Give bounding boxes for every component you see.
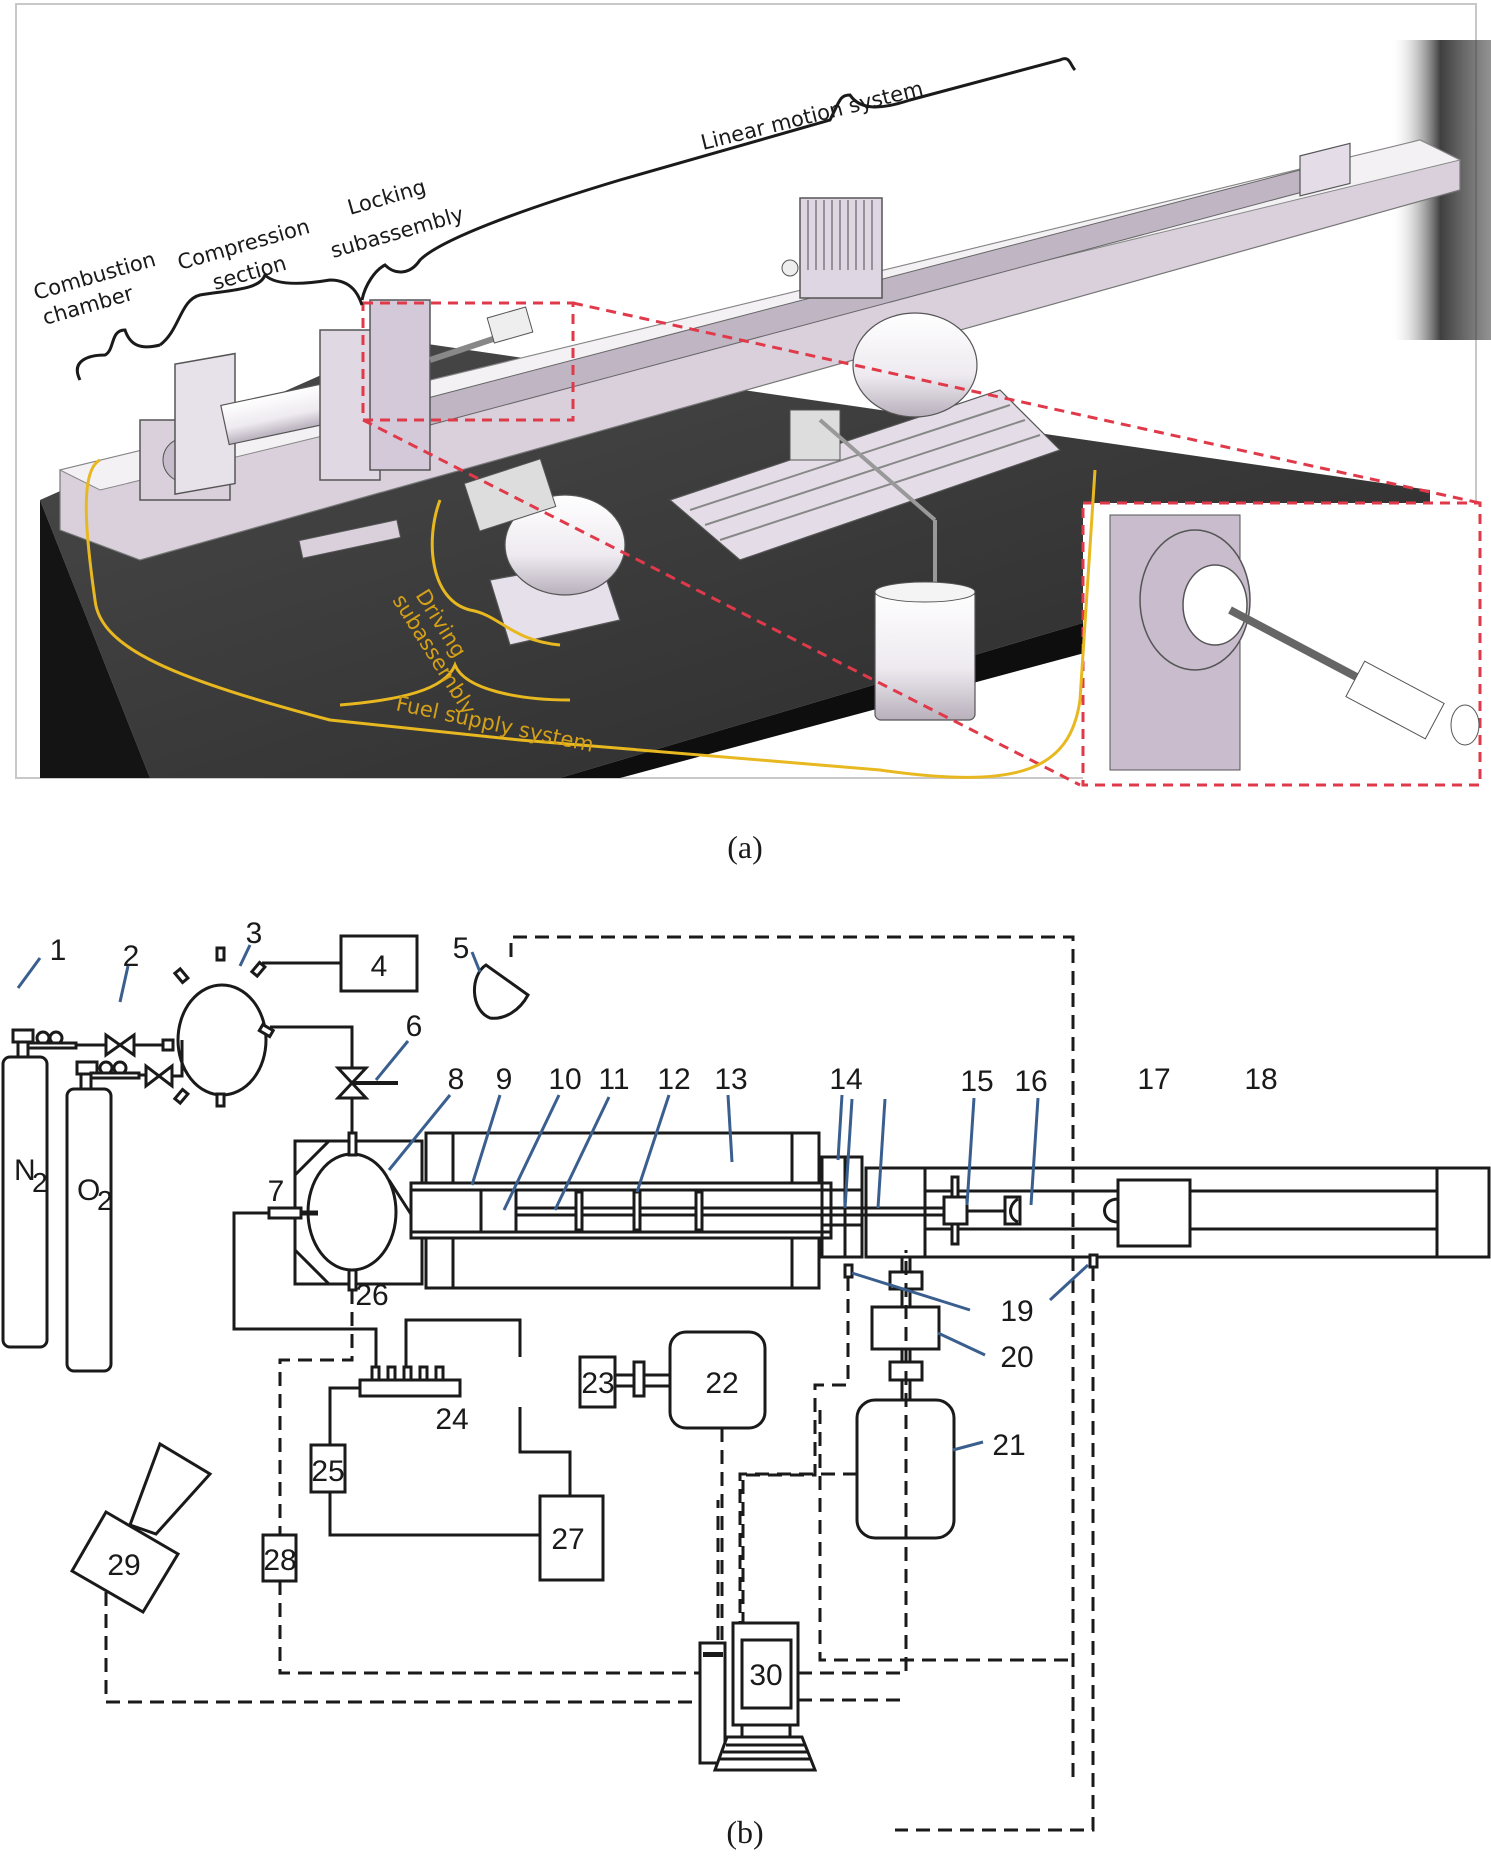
callout-17: 17 — [1137, 1063, 1170, 1096]
callout-30: 30 — [749, 1659, 782, 1692]
compression-cylinder-13 — [409, 1131, 833, 1290]
manifold-model — [298, 519, 402, 559]
box-4 — [339, 934, 419, 993]
o2-subscript: 2 — [97, 1185, 113, 1216]
signal-line-19a — [741, 1277, 850, 1640]
callout-3: 3 — [246, 917, 263, 950]
callout-22: 22 — [705, 1367, 738, 1400]
n2-label: N — [14, 1154, 36, 1187]
box-23 — [578, 1355, 617, 1409]
brace-compression — [159, 272, 364, 347]
callout-15: 15 — [960, 1065, 993, 1098]
callout-28: 28 — [263, 1544, 296, 1577]
driving-brace — [430, 499, 561, 647]
caption-a-area: (a) — [727, 829, 763, 865]
driving-motor-model — [463, 458, 626, 646]
manifold-24 — [358, 1365, 462, 1398]
t-slot-table-model — [668, 312, 1062, 561]
callout-24: 24 — [435, 1403, 468, 1436]
callout-8: 8 — [448, 1063, 465, 1096]
box-28 — [261, 1533, 298, 1583]
callout-1: 1 — [50, 934, 67, 967]
leader-lines — [16, 944, 1090, 1452]
panel-b-svg: N 2 O 2 — [1, 917, 1491, 1850]
callout-21: 21 — [992, 1429, 1025, 1462]
n2-cylinder: N 2 — [1, 1028, 78, 1349]
projection-line-bottom — [362, 418, 1081, 787]
panel-a-svg: Combustion chamber Compression section L… — [15, 3, 1491, 867]
n2-subscript: 2 — [32, 1167, 48, 1198]
brace-linear-motion — [360, 57, 1077, 301]
callout-18: 18 — [1244, 1063, 1277, 1096]
sensor-19b — [1088, 1253, 1099, 1269]
callout-20: 20 — [1000, 1341, 1033, 1374]
caption-b: (b) — [726, 1814, 763, 1850]
computer-tower — [698, 1641, 727, 1765]
mixing-tank-3 — [161, 946, 276, 1108]
signal-line-5 — [509, 935, 1075, 1780]
inset-zoom — [1081, 501, 1482, 787]
box-25 — [309, 1443, 347, 1494]
combustion-chamber-model — [139, 352, 236, 501]
callout-26: 26 — [355, 1279, 388, 1312]
motor-22 — [668, 1330, 767, 1430]
carriage-17 — [1116, 1178, 1192, 1248]
combustion-chamber-8 — [267, 1131, 424, 1292]
base-slab-side — [40, 500, 150, 778]
brace-combustion — [76, 328, 161, 381]
callout-4: 4 — [371, 950, 388, 983]
o2-label: O — [77, 1174, 100, 1207]
caption-a: (a) — [727, 829, 763, 865]
callout-23: 23 — [581, 1367, 614, 1400]
projection-line-top — [572, 301, 1481, 505]
callout-13: 13 — [714, 1063, 747, 1096]
callout-6: 6 — [406, 1010, 423, 1043]
o2-cylinder: O 2 — [65, 1060, 141, 1373]
computer-30 — [698, 1621, 818, 1772]
callout-25: 25 — [311, 1455, 344, 1488]
weight-canister-model — [818, 418, 976, 721]
sensor-19a — [843, 1263, 854, 1279]
part-15 — [942, 1195, 969, 1226]
fuel-supply-line — [84, 458, 1097, 779]
callout-11: 11 — [598, 1063, 629, 1096]
panel-a-3d-rendering: Combustion chamber Compression section L… — [0, 0, 1491, 867]
valve-2 — [104, 1032, 136, 1058]
part-16 — [1003, 1195, 1022, 1226]
locking-subassembly-model — [429, 306, 534, 363]
panel-b-schematic: N 2 O 2 — [0, 880, 1491, 1852]
callout-16: 16 — [1014, 1065, 1047, 1098]
callout-14: 14 — [829, 1063, 862, 1096]
highlight-box — [361, 301, 575, 422]
valve-6 — [334, 1066, 398, 1100]
callout-27: 27 — [551, 1523, 584, 1556]
fuel-brace — [339, 660, 571, 707]
carriage — [781, 197, 883, 299]
guide-end-block — [1299, 142, 1351, 197]
linear-housing-18 — [864, 1166, 1491, 1259]
callout-12: 12 — [657, 1063, 690, 1096]
callout-9: 9 — [496, 1063, 513, 1096]
valve-o2 — [144, 1062, 174, 1090]
compression-section-model — [220, 299, 431, 481]
callout-29: 29 — [107, 1549, 140, 1582]
callout-2: 2 — [123, 940, 140, 973]
callout-10: 10 — [548, 1063, 581, 1096]
callout-5: 5 — [453, 932, 470, 965]
signal-line-19b — [895, 1267, 1095, 1832]
sensor-5 — [473, 963, 530, 1020]
box-27 — [538, 1494, 605, 1582]
camera-29 — [69, 1441, 213, 1615]
callout-7: 7 — [268, 1175, 285, 1208]
callout-19: 19 — [1000, 1295, 1033, 1328]
